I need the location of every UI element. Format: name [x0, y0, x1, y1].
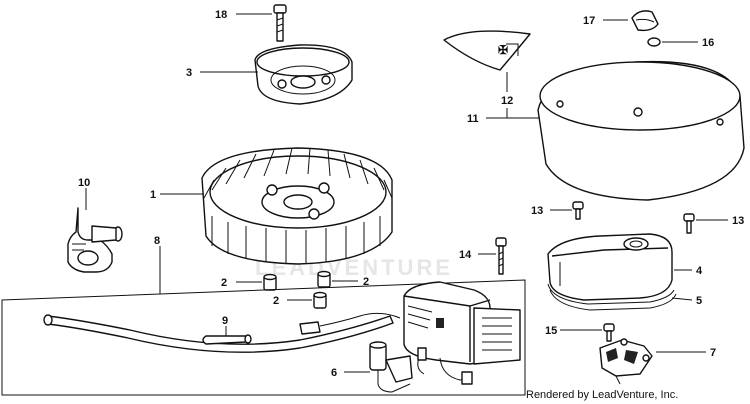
starter-pulley-3 [254, 44, 353, 105]
sleeve-2a [263, 273, 277, 291]
callout-2c: 2 [273, 295, 279, 307]
callout-13b: 13 [732, 215, 744, 227]
callout-5: 5 [696, 295, 702, 307]
tube-9 [202, 334, 252, 345]
callout-12: 12 [501, 95, 513, 107]
bolt-13b [683, 213, 695, 234]
bolt-18 [273, 4, 287, 42]
gasket-5 [547, 283, 677, 311]
callout-13a: 13 [531, 205, 543, 217]
callout-3: 3 [186, 67, 192, 79]
bolt-13a [572, 201, 584, 220]
bolt-14 [495, 237, 507, 275]
screw-15 [603, 323, 615, 342]
callout-2b: 2 [363, 276, 369, 288]
credit-text: Rendered by LeadVenture, Inc. [526, 389, 678, 401]
cap-17 [631, 10, 659, 32]
callout-6: 6 [331, 367, 337, 379]
ignition-coil-8 [43, 281, 521, 385]
flywheel-1 [201, 147, 393, 265]
callout-1: 1 [150, 189, 156, 201]
capacitor-6 [369, 341, 413, 393]
callout-18: 18 [215, 9, 227, 21]
callout-8: 8 [154, 235, 160, 247]
spark-plug-cap-10 [67, 207, 123, 273]
callout-9: 9 [222, 315, 228, 327]
sleeve-2b [317, 270, 331, 288]
callout-16: 16 [702, 37, 714, 49]
callout-11: 11 [467, 113, 479, 125]
callout-4: 4 [696, 265, 703, 277]
sleeve-2c [313, 291, 327, 309]
callout-2a: 2 [221, 277, 227, 289]
callout-14: 14 [459, 249, 472, 261]
breaker-cover-4 [547, 233, 673, 301]
callout-15: 15 [545, 325, 557, 337]
callout-7: 7 [710, 347, 716, 359]
fan-cover-11 [537, 60, 745, 201]
svg-text:✠: ✠ [498, 43, 508, 57]
contact-breaker-7 [599, 338, 653, 385]
callout-10: 10 [78, 177, 90, 189]
label-12: ✠ [443, 30, 531, 71]
callout-17: 17 [583, 15, 595, 27]
ring-16 [647, 37, 661, 47]
